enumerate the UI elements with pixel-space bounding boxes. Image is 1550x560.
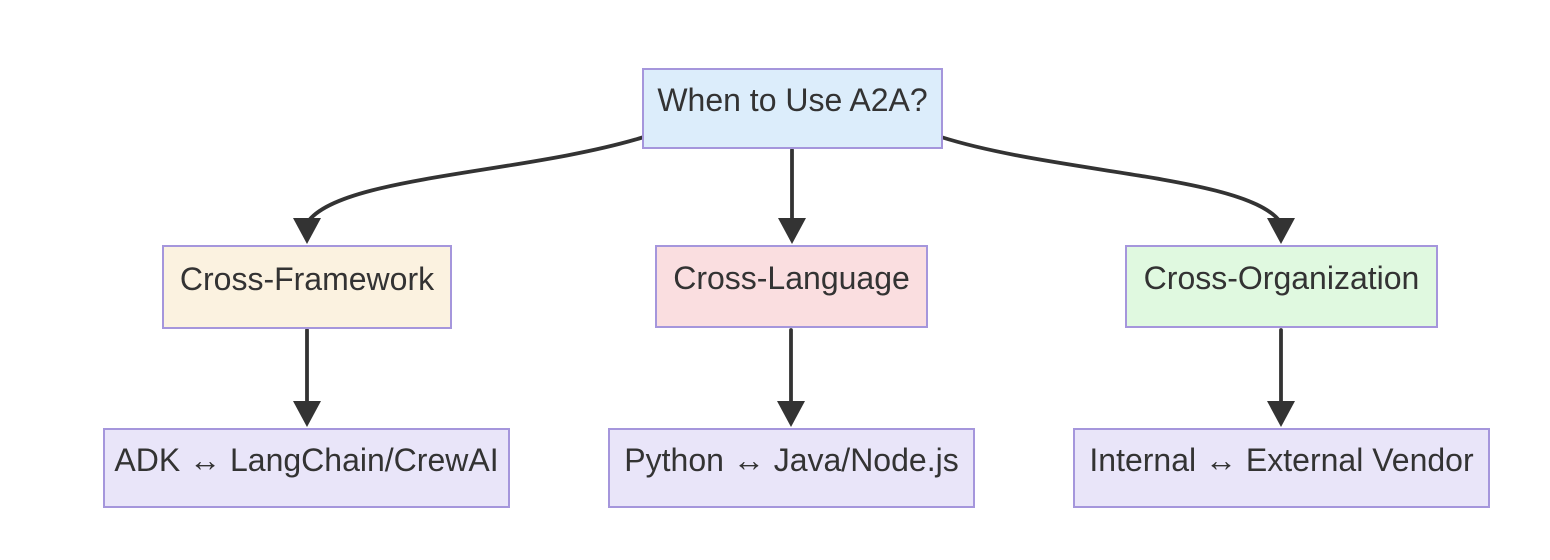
node-label: Cross-Organization (1143, 260, 1420, 297)
node-framework-example: ADK ↔ LangChain/CrewAI (103, 428, 510, 508)
arrowhead-organization-example (1267, 401, 1295, 427)
node-label: Cross-Framework (179, 260, 435, 297)
arrowhead-cross-language (778, 218, 806, 244)
arrowhead-cross-organization (1267, 218, 1295, 244)
node-cross-framework: Cross-Framework (162, 245, 452, 329)
edge-root-to-cross-organization (939, 135, 1283, 225)
node-label: ADK ↔ LangChain/CrewAI (114, 441, 499, 478)
arrowhead-cross-framework (293, 218, 321, 244)
node-root: When to Use A2A? (642, 68, 943, 149)
edge-root-to-cross-framework (305, 135, 646, 225)
node-label: Internal ↔ External Vendor (1089, 441, 1474, 478)
node-organization-example: Internal ↔ External Vendor (1073, 428, 1490, 508)
node-label: Python ↔ Java/Node.js (624, 441, 959, 478)
arrowhead-language-example (777, 401, 805, 427)
node-label: When to Use A2A? (657, 82, 928, 119)
node-cross-language: Cross-Language (655, 245, 928, 328)
node-language-example: Python ↔ Java/Node.js (608, 428, 975, 508)
node-label: Cross-Language (673, 260, 910, 297)
node-cross-organization: Cross-Organization (1125, 245, 1438, 328)
arrowhead-framework-example (293, 401, 321, 427)
